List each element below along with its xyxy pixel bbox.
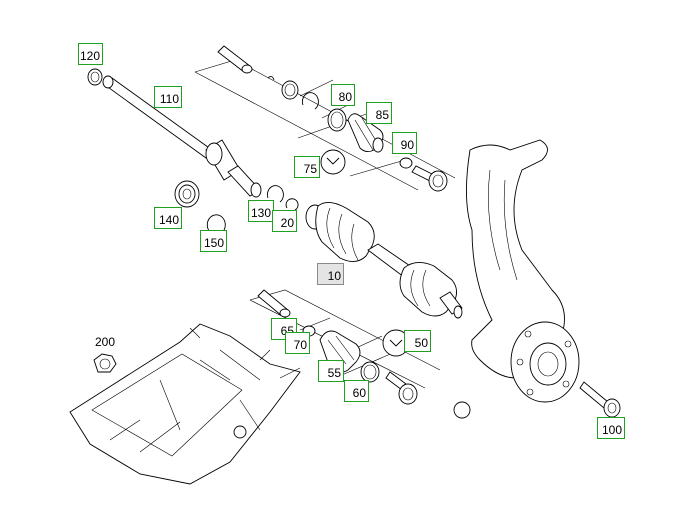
part-bolt-upper: [411, 165, 448, 192]
callout-70[interactable]: 70: [285, 332, 310, 354]
part-120-bushing: [87, 68, 103, 86]
part-150-circlip: [206, 214, 226, 233]
part-85-boot: [347, 113, 384, 153]
part-wheel-hub: [510, 321, 580, 403]
part-20-snap-ring: [285, 198, 299, 211]
part-200-nut: [93, 353, 117, 373]
callout-85[interactable]: 85: [366, 102, 392, 124]
part-130-snap-ring: [267, 185, 284, 203]
part-rings-upper: [281, 80, 347, 132]
callout-60[interactable]: 60: [344, 380, 369, 402]
callout-90[interactable]: 90: [392, 132, 417, 154]
part-pin-top: [217, 45, 275, 81]
part-bolt-lower: [385, 371, 418, 405]
part-steering-knuckle: [453, 139, 565, 419]
part-oil-pan: [69, 323, 301, 485]
callout-75[interactable]: 75: [294, 156, 320, 178]
callout-10[interactable]: 10: [317, 263, 344, 285]
callout-50[interactable]: 50: [404, 330, 431, 352]
callout-150[interactable]: 150: [200, 230, 227, 252]
label-200: 200: [95, 335, 116, 349]
part-110-intermediate-shaft: [102, 75, 262, 198]
callout-55[interactable]: 55: [318, 360, 344, 382]
callout-140[interactable]: 140: [154, 207, 182, 229]
callout-20[interactable]: 20: [272, 210, 297, 232]
part-10-drive-shaft: [305, 202, 463, 319]
part-lower-pin: [257, 289, 291, 318]
part-75-washer: [320, 149, 346, 175]
part-100-bolt: [579, 381, 621, 418]
part-60-ring: [360, 361, 380, 383]
callout-100[interactable]: 100: [597, 417, 625, 439]
callout-120[interactable]: 120: [78, 43, 103, 65]
part-90-clamp: [399, 157, 413, 169]
callout-110[interactable]: 110: [154, 86, 182, 108]
part-140-bearing: [174, 180, 200, 208]
callout-130[interactable]: 130: [248, 200, 274, 222]
callout-80[interactable]: 80: [331, 84, 355, 106]
